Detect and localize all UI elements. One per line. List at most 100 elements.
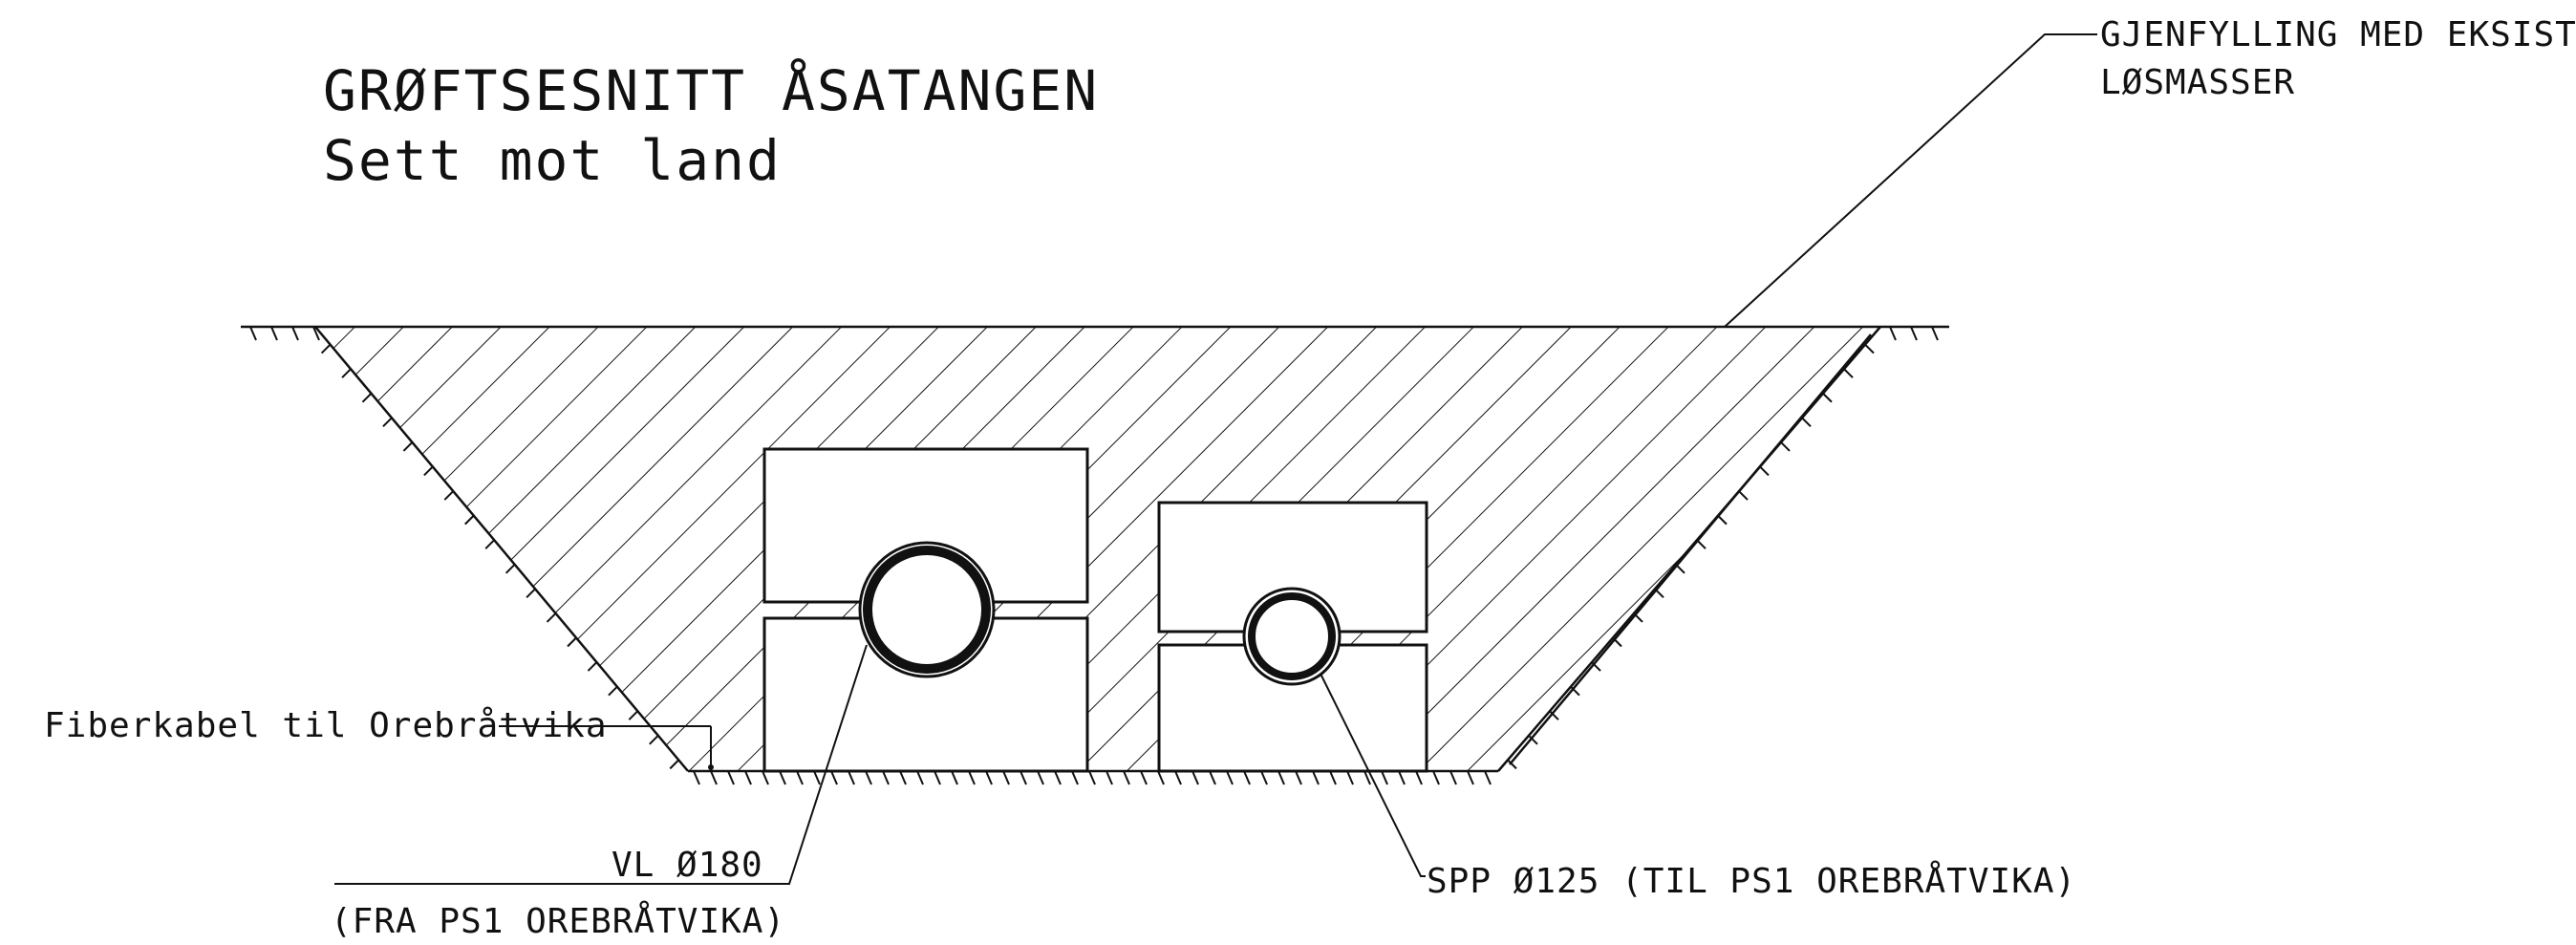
soil-tick — [1312, 770, 1320, 785]
backfill-leader-line — [1724, 33, 2097, 328]
soil-tick — [1549, 710, 1559, 720]
soil-tick — [1209, 770, 1216, 785]
trench-left-wall — [314, 326, 689, 772]
soil-tick — [443, 490, 455, 501]
drawing-title: GRØFTSESNITT ÅSATANGEN — [323, 57, 1099, 123]
soil-tick — [796, 770, 804, 785]
soil-tick — [1467, 770, 1474, 785]
soil-tick — [1654, 588, 1664, 599]
soil-tick — [587, 661, 598, 672]
soil-tick — [291, 326, 299, 341]
soil-tick — [464, 514, 475, 526]
soil-tick — [1931, 326, 1939, 341]
soil-tick — [1484, 770, 1492, 785]
soil-tick — [361, 393, 373, 403]
drawing-subtitle: Sett mot land — [323, 128, 782, 193]
soil-tick — [779, 770, 786, 785]
backfill-label-line2: LØSMASSER — [2100, 63, 2295, 102]
soil-tick — [1843, 368, 1854, 378]
soil-tick — [693, 770, 700, 785]
soil-tick — [1088, 770, 1096, 785]
soil-tick — [1432, 770, 1440, 785]
soil-tick — [985, 770, 993, 785]
soil-tick — [567, 636, 577, 648]
soil-tick — [934, 770, 941, 785]
soil-tick — [1822, 393, 1833, 403]
soil-tick — [968, 770, 976, 785]
vl-pipe-source-label: (FRA PS1 OREBRÅTVIKA) — [331, 900, 785, 941]
soil-tick — [320, 343, 332, 354]
soil-tick — [249, 326, 257, 341]
soil-tick — [882, 770, 890, 785]
soil-tick — [1363, 770, 1371, 785]
soil-tick — [270, 326, 278, 341]
soil-tick — [1243, 770, 1251, 785]
soil-tick — [848, 770, 855, 785]
soil-tick — [710, 770, 718, 785]
vl-pipe-label: VL Ø180 — [612, 846, 763, 885]
soil-tick — [1570, 685, 1580, 697]
soil-tick — [1801, 417, 1812, 428]
soil-tick — [865, 770, 872, 785]
soil-tick — [916, 770, 924, 785]
vl-pipe — [858, 541, 996, 678]
soil-tick — [628, 710, 639, 720]
soil-tick — [1415, 770, 1423, 785]
soil-tick — [1780, 441, 1791, 452]
spp-pipe-label: SPP Ø125 (TIL PS1 OREBRÅTVIKA) — [1427, 860, 2076, 901]
soil-tick — [1612, 636, 1622, 648]
soil-tick — [1633, 612, 1643, 623]
soil-tick — [1889, 326, 1897, 341]
soil-tick — [1174, 770, 1182, 785]
soil-tick — [1864, 343, 1875, 354]
soil-tick — [762, 770, 769, 785]
soil-tick — [1277, 770, 1285, 785]
soil-tick — [1071, 770, 1079, 785]
fiber-cable — [708, 726, 714, 770]
soil-tick — [526, 588, 536, 599]
spp-leader-line — [1320, 673, 1426, 877]
soil-tick — [1226, 770, 1234, 785]
soil-tick — [1020, 770, 1027, 785]
soil-tick — [1157, 770, 1165, 785]
soil-tick — [1295, 770, 1302, 785]
soil-tick — [1398, 770, 1406, 785]
soil-tick — [312, 326, 320, 341]
soil-tick — [830, 770, 838, 785]
soil-tick — [1528, 735, 1538, 745]
soil-tick — [1696, 539, 1707, 549]
soil-tick — [1054, 770, 1062, 785]
soil-tick — [1675, 564, 1685, 574]
soil-tick — [1191, 770, 1199, 785]
soil-tick — [1123, 770, 1130, 785]
soil-tick — [504, 564, 516, 574]
soil-tick — [744, 770, 752, 785]
soil-tick — [608, 685, 618, 697]
soil-tick — [813, 770, 821, 785]
soil-tick — [1140, 770, 1148, 785]
soil-tick — [423, 465, 434, 477]
backfill-hatch — [315, 327, 1880, 771]
vl-leader-line — [334, 644, 868, 885]
soil-tick — [1260, 770, 1268, 785]
soil-tick — [402, 441, 414, 452]
backfill-label-line1: GJENFYLLING MED EKSIST. — [2100, 15, 2576, 54]
soil-tick-marks — [249, 326, 1939, 785]
soil-tick — [1329, 770, 1337, 785]
spp-pipe — [1242, 587, 1342, 686]
soil-tick — [1591, 661, 1601, 672]
soil-tick — [1037, 770, 1044, 785]
soil-tick — [546, 612, 557, 623]
soil-tick — [649, 735, 659, 745]
soil-tick — [1449, 770, 1457, 785]
fiber-cable-label: Fiberkabel til Orebråtvika — [44, 706, 608, 745]
soil-tick — [1738, 490, 1749, 501]
soil-tick — [1717, 514, 1728, 526]
soil-tick — [1002, 770, 1010, 785]
soil-tick — [899, 770, 907, 785]
soil-tick — [1106, 770, 1113, 785]
soil-tick — [951, 770, 958, 785]
soil-tick — [382, 417, 393, 428]
soil-tick — [1910, 326, 1918, 341]
